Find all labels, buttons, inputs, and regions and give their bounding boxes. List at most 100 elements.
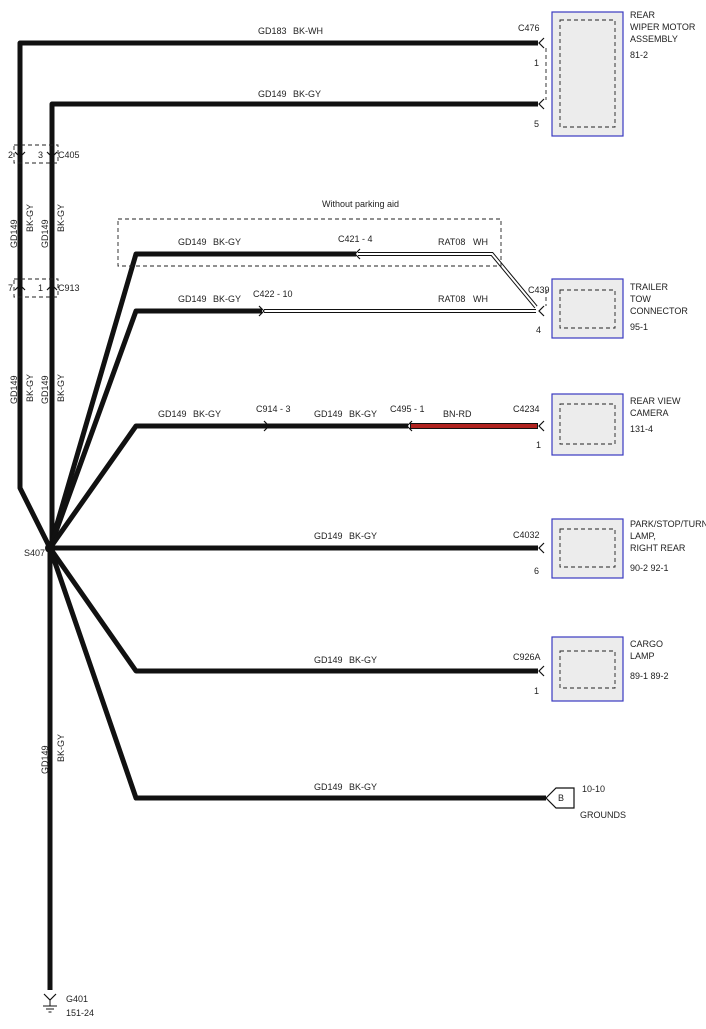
c421-mark xyxy=(354,248,361,260)
svg-text:95-1: 95-1 xyxy=(630,322,648,332)
label-c4032: C4032 xyxy=(513,530,540,540)
splice-s407-dot xyxy=(45,543,55,553)
camera-label: REAR VIEW CAMERA 131-4 xyxy=(630,396,681,434)
tow-connector-box xyxy=(551,278,624,339)
pin-tow-4: 4 xyxy=(536,325,541,335)
wire-gd149-c421 xyxy=(47,251,356,549)
label-bkgy-vert-left-lower: BK-GY xyxy=(25,374,35,402)
svg-text:TOW: TOW xyxy=(630,294,651,304)
label-bkgy-vert-left-upper: BK-GY xyxy=(25,204,35,232)
label-gd149-vert-left-upper: GD149 xyxy=(9,219,19,248)
label-gd149-vert-left-lower: GD149 xyxy=(9,375,19,404)
park-lamp-inner xyxy=(559,528,616,568)
pin-wiper-5: 5 xyxy=(534,119,539,129)
grounds-pointer-icon xyxy=(545,787,575,809)
label-c926a: C926A xyxy=(513,652,541,662)
label-c421: C421 - 4 xyxy=(338,234,373,244)
camera-box xyxy=(551,393,624,456)
svg-text:WIPER MOTOR: WIPER MOTOR xyxy=(630,22,696,32)
c439-mark xyxy=(538,305,545,317)
c495-mark xyxy=(406,420,413,432)
c913-mark-left xyxy=(14,284,26,291)
c476-pin5-mark xyxy=(538,98,545,110)
pin-c913-1: 1 xyxy=(38,283,43,293)
svg-text:REAR: REAR xyxy=(630,10,656,20)
tow-connector-label: TRAILER TOW CONNECTOR 95-1 xyxy=(630,282,688,332)
label-gd149-c422: GD149 xyxy=(178,294,207,304)
pin-wiper-1: 1 xyxy=(534,58,539,68)
label-c914: C914 - 3 xyxy=(256,404,291,414)
label-c4234: C4234 xyxy=(513,404,540,414)
pin-lamp-6: 6 xyxy=(534,566,539,576)
ground-icon xyxy=(43,993,57,1013)
wiper-motor-inner xyxy=(559,19,616,128)
c926a-mark xyxy=(538,665,545,677)
label-gd149-camera-b: GD149 xyxy=(314,409,343,419)
label-gd183-top: GD183 xyxy=(258,26,287,36)
label-bkgy-lamp: BK-GY xyxy=(349,531,377,541)
c405-mark-right xyxy=(46,151,58,158)
wire-rat08-c421 xyxy=(358,252,538,309)
label-rat08-c422: RAT08 xyxy=(438,294,465,304)
svg-text:CONNECTOR: CONNECTOR xyxy=(630,306,688,316)
svg-text:TRAILER: TRAILER xyxy=(630,282,669,292)
label-bnrd: BN-RD xyxy=(443,409,472,419)
option-label: Without parking aid xyxy=(322,199,399,209)
label-wh-c422: WH xyxy=(473,294,488,304)
wire-gd149-c422 xyxy=(47,308,262,549)
c405-frame xyxy=(13,144,59,164)
label-gd149-grounds: GD149 xyxy=(314,782,343,792)
splice-label: S407 xyxy=(24,548,45,558)
c913-mark-right xyxy=(46,284,58,291)
label-gd149-vert-right-upper: GD149 xyxy=(40,219,50,248)
svg-text:CAMERA: CAMERA xyxy=(630,408,669,418)
c422-mark xyxy=(258,305,265,317)
camera-inner xyxy=(559,403,616,445)
label-gd149-cargo: GD149 xyxy=(314,655,343,665)
pin-c913-7: 7 xyxy=(8,283,13,293)
label-bkgy-vert-right-lower: BK-GY xyxy=(56,374,66,402)
park-lamp-box xyxy=(551,518,624,579)
wire-gd149-grounds xyxy=(47,547,546,801)
svg-text:PARK/STOP/TURN: PARK/STOP/TURN xyxy=(630,519,706,529)
wire-gd149-camera xyxy=(47,423,408,550)
pin-camera-1: 1 xyxy=(536,440,541,450)
c914-mark xyxy=(263,420,270,432)
label-gd149-camera-a: GD149 xyxy=(158,409,187,419)
wire-gd149-wiper5 xyxy=(49,101,538,548)
label-c913: C913 xyxy=(58,283,80,293)
wiper-motor-label: REAR WIPER MOTOR ASSEMBLY 81-2 xyxy=(630,10,696,60)
option-box xyxy=(117,218,502,267)
svg-text:131-4: 131-4 xyxy=(630,424,653,434)
ground-id: G401 xyxy=(66,994,88,1004)
wiper-motor-box xyxy=(551,11,624,137)
label-bkgy-c421: BK-GY xyxy=(213,237,241,247)
svg-text:CARGO: CARGO xyxy=(630,639,663,649)
label-gd149-lamp: GD149 xyxy=(314,531,343,541)
label-gd149-wiper5: GD149 xyxy=(258,89,287,99)
c476-pin1-mark xyxy=(538,37,545,49)
svg-text:REAR VIEW: REAR VIEW xyxy=(630,396,681,406)
svg-text:89-1 89-2: 89-1 89-2 xyxy=(630,671,669,681)
ground-ref: 151-24 xyxy=(66,1008,94,1018)
label-gd149-vert-bottom: GD149 xyxy=(40,745,50,774)
label-bkgy-vert-right-upper: BK-GY xyxy=(56,204,66,232)
svg-text:LAMP,: LAMP, xyxy=(630,531,656,541)
label-bkgy-camera-a: BK-GY xyxy=(193,409,221,419)
label-c405: C405 xyxy=(58,150,80,160)
label-bkgy-camera-b: BK-GY xyxy=(349,409,377,419)
c913-frame xyxy=(13,278,59,298)
label-c439: C439 xyxy=(528,285,550,295)
cargo-lamp-label: CARGO LAMP 89-1 89-2 xyxy=(630,639,669,681)
cargo-lamp-inner xyxy=(559,650,616,689)
park-lamp-label: PARK/STOP/TURN LAMP, RIGHT REAR 90-2 92-… xyxy=(630,519,706,573)
pin-c405-3: 3 xyxy=(38,150,43,160)
c4234-mark xyxy=(538,420,545,432)
label-bkwh-top: BK-WH xyxy=(293,26,323,36)
label-gd149-c421: GD149 xyxy=(178,237,207,247)
svg-text:ASSEMBLY: ASSEMBLY xyxy=(630,34,678,44)
svg-text:RIGHT REAR: RIGHT REAR xyxy=(630,543,686,553)
label-rat08-c421: RAT08 xyxy=(438,237,465,247)
grounds-letter: B xyxy=(558,793,564,803)
